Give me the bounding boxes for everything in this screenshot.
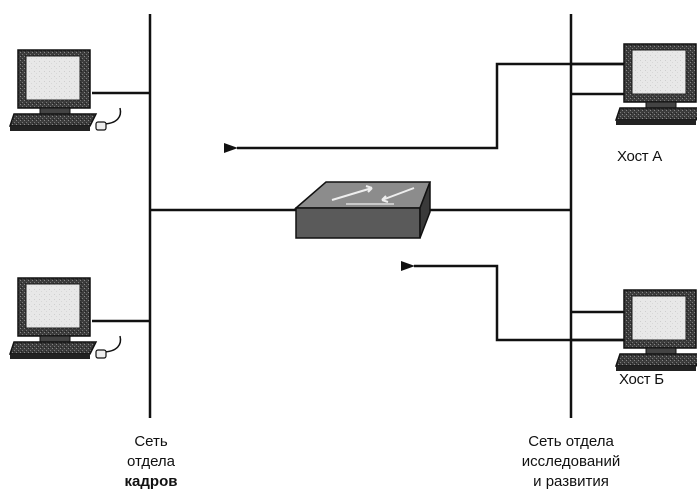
host-a-label: Хост А	[617, 148, 662, 165]
host-b-computer-icon	[616, 290, 697, 371]
hr-network-label: Сеть отдела кадров	[96, 432, 206, 492]
hr-computer-2-icon	[10, 278, 120, 359]
hr-network-label-line3: кадров	[96, 472, 206, 492]
hr-network-label-line2: отдела	[96, 452, 206, 472]
traffic-arrow-a	[237, 64, 628, 148]
rnd-network-label-line2: исследований	[486, 452, 656, 472]
hr-computer-1-icon	[10, 50, 120, 131]
rnd-network-label: Сеть отдела исследований и развития	[486, 432, 656, 492]
traffic-arrow-b	[414, 266, 628, 340]
rnd-network-label-line1: Сеть отдела	[486, 432, 656, 452]
switch-icon	[296, 182, 430, 238]
rnd-network-label-line3: и развития	[486, 472, 656, 492]
hr-network-label-line1: Сеть	[96, 432, 206, 452]
host-b-label: Хост Б	[619, 371, 664, 388]
host-a-computer-icon	[616, 44, 697, 125]
